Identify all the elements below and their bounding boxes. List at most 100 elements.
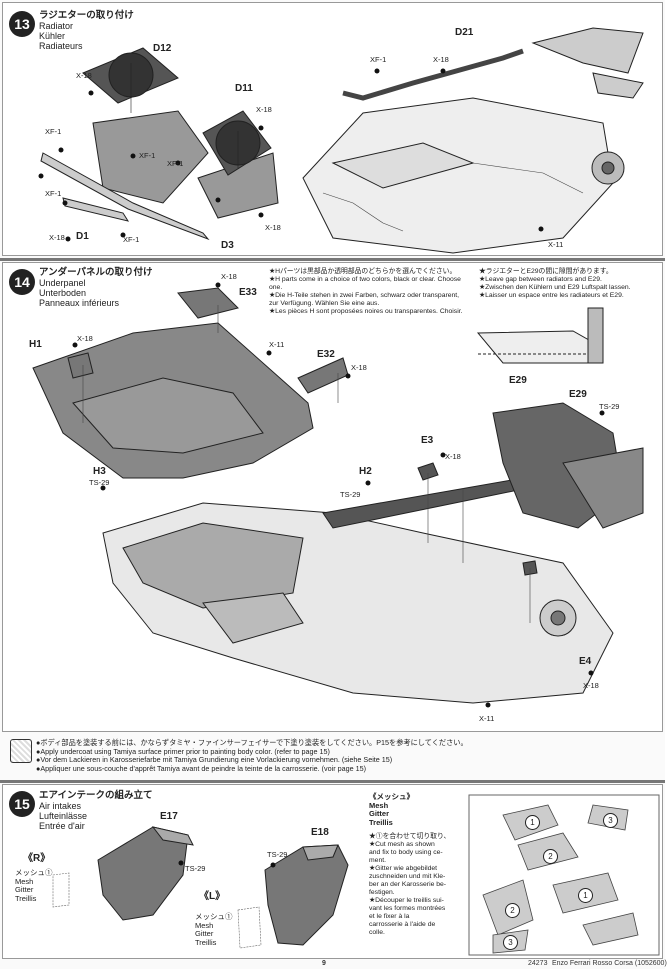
step-15-panel: 15 エアインテークの組み立て Air intakes Lufteinlässe… — [2, 784, 663, 959]
note-h-fr: ★Les pièces H sont proposées noires ou t… — [269, 308, 463, 315]
mesh-piece-badge-2: 2 — [505, 903, 520, 918]
mesh-header-en: Mesh — [369, 800, 389, 810]
part-e18: E18 — [311, 827, 329, 838]
footer-code: 24273 — [528, 960, 548, 967]
step-13-title-fr: Radiateurs — [39, 41, 83, 51]
mesh-label-right-jp: メッシュ① — [15, 868, 53, 877]
note-h-de: ★Die H-Teile stehen in zwei Farben, schw… — [269, 292, 460, 307]
mesh-piece-badge-3: 3 — [603, 813, 618, 828]
note-gap: ★ラジエターとE29の間に隙間があります。 ★Leave gap between… — [479, 268, 659, 300]
screw-label-x18-e3: X-18 — [445, 452, 461, 461]
screw-label-x18-e33: X-18 — [221, 272, 237, 281]
mesh-piece-badge-4: 1 — [578, 888, 593, 903]
screw-label-x18-e4: X-18 — [583, 681, 599, 690]
mesh-label-left-en: Mesh — [195, 920, 214, 930]
step-15-drawing — [52, 794, 660, 956]
step-14-number: 14 — [9, 269, 35, 295]
screw-label-xf1-e: XF-1 — [123, 235, 140, 244]
step-15-title-de: Lufteinlässe — [39, 811, 88, 821]
part-e3: E3 — [421, 435, 434, 446]
step-13-title-de: Kühler — [39, 31, 66, 41]
screw-label-x18-h1: X-18 — [77, 334, 93, 343]
mesh-note-line-7: festigen. — [369, 889, 395, 896]
mesh-header: 《メッシュ》 Mesh Gitter Treillis — [369, 792, 414, 827]
step-14-panel: 14 アンダーパネルの取り付け Underpanel Unterboden Pa… — [2, 262, 663, 732]
mesh-note-line-10: et le fixer à la — [369, 913, 410, 920]
screw-label-xf1-b: XF-1 — [139, 151, 156, 160]
screw-label-ts29-e18: TS-29 — [267, 850, 288, 859]
note-gap-fr: ★Laisser un espace entre les radiateurs … — [479, 292, 624, 299]
step-13-panel: 13 ラジエターの取り付け Radiator Kühler Radiateurs — [2, 2, 663, 256]
label-right: 《R》 — [23, 853, 51, 864]
mesh-label-left: メッシュ① Mesh Gitter Treillis — [195, 912, 233, 947]
step-15-title: エアインテークの組み立て Air intakes Lufteinlässe En… — [39, 790, 153, 832]
mesh-label-right-fr: Treillis — [15, 893, 37, 903]
step-14-title-en: Underpanel — [39, 278, 86, 288]
step-14-title-de: Unterboden — [39, 288, 87, 298]
part-e17: E17 — [160, 811, 178, 822]
mesh-note-line-4: ★Gitter wie abgebildet — [369, 865, 438, 872]
mesh-note-line-6: ber an der Karosserie be- — [369, 881, 447, 888]
screw-label-ts29-h2: TS-29 — [340, 490, 361, 499]
paint-note-de: ●Vor dem Lackieren in Karosseriefarbe mi… — [36, 755, 393, 764]
footer-model: Enzo Ferrari Rosso Corsa (1052600) — [552, 960, 667, 967]
paint-note-en: ●Apply undercoat using Tamiya surface pr… — [36, 746, 330, 756]
mesh-note-line-1: ★Cut mesh as shown — [369, 841, 435, 848]
part-d1: D1 — [76, 231, 89, 242]
mesh-note-line-3: ment. — [369, 857, 386, 864]
note-gap-de: ★Zwischen den Kühlern und E29 Luftspalt … — [479, 284, 631, 291]
mesh-header-de: Gitter — [369, 809, 390, 818]
part-e4: E4 — [579, 656, 592, 667]
page-number: 9 — [322, 960, 326, 967]
screw-label-x18-d: X-18 — [49, 233, 65, 242]
mesh-label-right-en: Mesh — [15, 876, 34, 886]
step-13-title: ラジエターの取り付け Radiator Kühler Radiateurs — [39, 10, 134, 52]
mesh-note-line-2: and fix to body using ce- — [369, 849, 443, 856]
step-13-title-jp: ラジエターの取り付け — [39, 10, 134, 21]
screw-label-xf1-d: XF-1 — [45, 189, 62, 198]
mesh-piece-badge-1: 1 — [525, 815, 540, 830]
note-h-parts: ★Hパーツは黒部品か透明部品のどちらかを選んでください。 ★H parts co… — [269, 268, 469, 316]
label-left: 《L》 — [199, 891, 226, 902]
mesh-piece-badge-5: 2 — [543, 849, 558, 864]
screw-label-ts29-h3: TS-29 — [89, 478, 110, 487]
mesh-note-line-11: carrosserie à l'aide de — [369, 921, 436, 928]
separator-13-14 — [0, 258, 665, 261]
step-15-title-jp: エアインテークの組み立て — [39, 790, 153, 801]
screw-label-xf1-c: XF-1 — [167, 159, 184, 168]
mesh-note-line-9: vant les formes montrées — [369, 905, 446, 912]
separator-14-15 — [0, 780, 665, 783]
mesh-note: ★①を合わせて切り取り、 ★Cut mesh as shown and fix … — [369, 833, 465, 937]
mesh-note-line-0: ★①を合わせて切り取り、 — [369, 833, 451, 840]
step-14-title: アンダーパネルの取り付け Underpanel Unterboden Panne… — [39, 268, 153, 309]
part-d12: D12 — [153, 43, 172, 54]
mesh-label-left-jp: メッシュ① — [195, 912, 233, 921]
paint-note: ●ボディ部品を塗装する前には、かならずタミヤ・ファインサーフェイサーで下塗り塗装… — [36, 738, 596, 773]
step-15-title-fr: Entrée d'air — [39, 821, 85, 831]
screw-label-ts29-e29: TS-29 — [599, 402, 620, 411]
screw-label-x18-c: X-18 — [265, 223, 281, 232]
mesh-label-right: メッシュ① Mesh Gitter Treillis — [15, 868, 53, 903]
screw-label-x11: X-11 — [269, 340, 285, 349]
part-d3: D3 — [221, 240, 234, 251]
step-14-drawing — [32, 282, 644, 708]
paint-primer-icon — [10, 739, 32, 763]
part-d21: D21 — [455, 27, 474, 38]
part-h2: H2 — [359, 466, 372, 477]
screw-label-xf1-a: XF-1 — [45, 127, 62, 136]
mesh-note-line-5: zuschneiden und mit Kle- — [369, 873, 446, 880]
note-gap-en: ★Leave gap between radiators and E29. — [479, 276, 602, 283]
part-e32: E32 — [317, 349, 335, 360]
step-14-title-fr: Panneaux inférieurs — [39, 298, 120, 308]
screw-label-x11-bottom: X-11 — [479, 714, 495, 723]
step-13-number: 13 — [9, 11, 35, 37]
mesh-note-line-12: colle. — [369, 929, 385, 936]
screw-label-x18-e32: X-18 — [351, 363, 367, 372]
screw-label-x11: X-11 — [548, 240, 564, 249]
screw-label-x18-b: X-18 — [256, 105, 272, 114]
screw-label-x18-a: X-18 — [76, 71, 92, 80]
step-13-drawing — [38, 27, 644, 254]
note-h-jp: ★Hパーツは黒部品か透明部品のどちらかを選んでください。 — [269, 268, 457, 275]
part-e29: E29 — [569, 389, 587, 400]
